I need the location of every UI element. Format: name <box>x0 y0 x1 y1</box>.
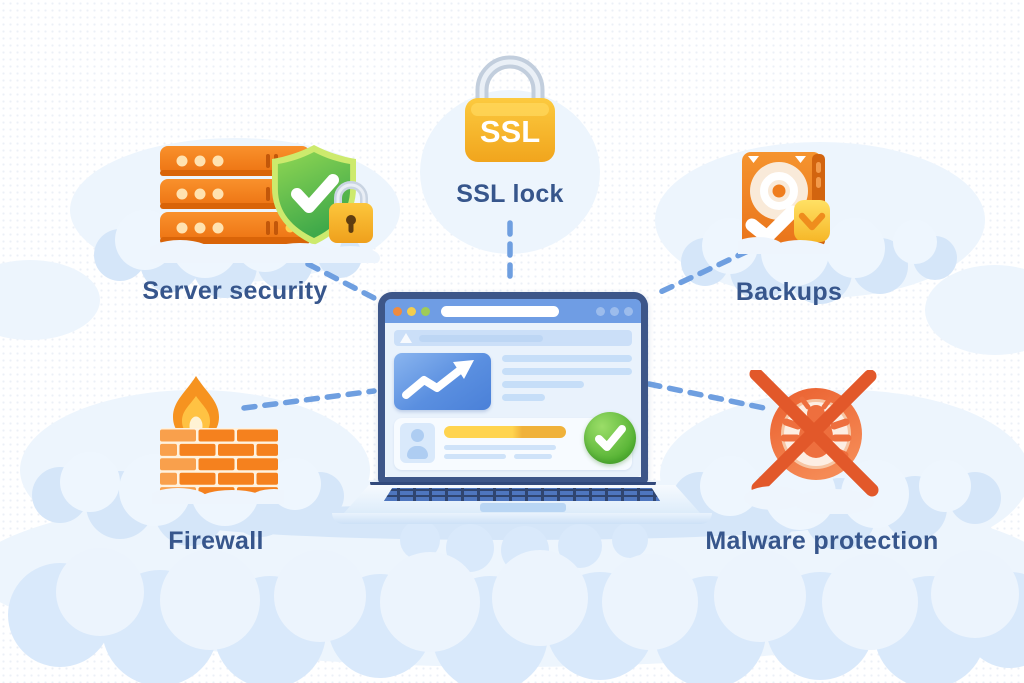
padlock-icon <box>329 181 373 243</box>
user-avatar <box>400 423 435 463</box>
text-line-placeholder <box>444 454 506 459</box>
laptop-keyboard <box>384 488 660 501</box>
label-ssl-lock: SSL lock <box>456 180 564 208</box>
connector-server-to-laptop <box>305 261 379 302</box>
cloud-overlap <box>738 237 830 254</box>
label-server-security: Server security <box>142 277 328 305</box>
laptop-trackpad <box>480 503 566 512</box>
warning-triangle-icon <box>400 333 412 343</box>
window-dot-green <box>421 306 430 316</box>
chrome-button <box>624 306 633 316</box>
laptop-base-edge <box>332 513 712 524</box>
text-line-placeholder <box>514 454 552 459</box>
server-stack <box>160 146 310 244</box>
cloud-overlap <box>744 486 874 514</box>
text-line-placeholder <box>502 355 632 362</box>
ssl-badge-text: SSL <box>480 114 540 149</box>
text-line-placeholder <box>502 368 632 375</box>
success-check-icon <box>584 412 636 464</box>
up-trend-arrow-icon <box>402 360 474 399</box>
browser-chrome-bar <box>385 299 641 323</box>
progress-bar <box>444 426 566 438</box>
ssl-padlock-icon: SSL <box>465 55 555 162</box>
label-backups: Backups <box>735 278 843 306</box>
connector-backups-to-laptop <box>651 248 751 298</box>
text-line-placeholder <box>444 445 556 450</box>
label-malware-protection: Malware protection <box>705 527 939 555</box>
laptop-screen <box>378 292 648 484</box>
connector-malware-to-laptop <box>646 381 767 411</box>
download-chevron-icon <box>798 212 826 231</box>
bug-crossed-out-icon <box>744 370 879 514</box>
laptop-browser-icon <box>332 286 712 536</box>
cross-out-x <box>749 370 879 497</box>
text-lines-block <box>502 353 632 410</box>
window-dot-orange <box>393 306 402 316</box>
text-line-placeholder <box>502 394 545 401</box>
trend-chart-card <box>394 353 491 410</box>
hard-drive-backup-icon <box>738 152 830 254</box>
banner-text-placeholder <box>419 334 544 342</box>
brick-wall-flame-icon <box>152 376 284 504</box>
cloud-overlap <box>152 488 284 504</box>
cloud-overlap <box>150 240 380 263</box>
drive-arm <box>745 205 799 244</box>
server-security-icon <box>150 145 380 263</box>
connector-firewall-to-laptop <box>241 388 377 411</box>
webpage-content <box>385 323 641 477</box>
text-line-placeholder <box>502 381 584 388</box>
chrome-button <box>610 306 619 316</box>
label-firewall: Firewall <box>168 527 264 555</box>
window-dot-yellow <box>407 306 416 316</box>
flame-icon <box>173 376 219 440</box>
address-bar <box>441 305 559 317</box>
alert-banner <box>394 330 632 346</box>
chrome-button <box>596 306 605 316</box>
status-card <box>394 412 636 470</box>
